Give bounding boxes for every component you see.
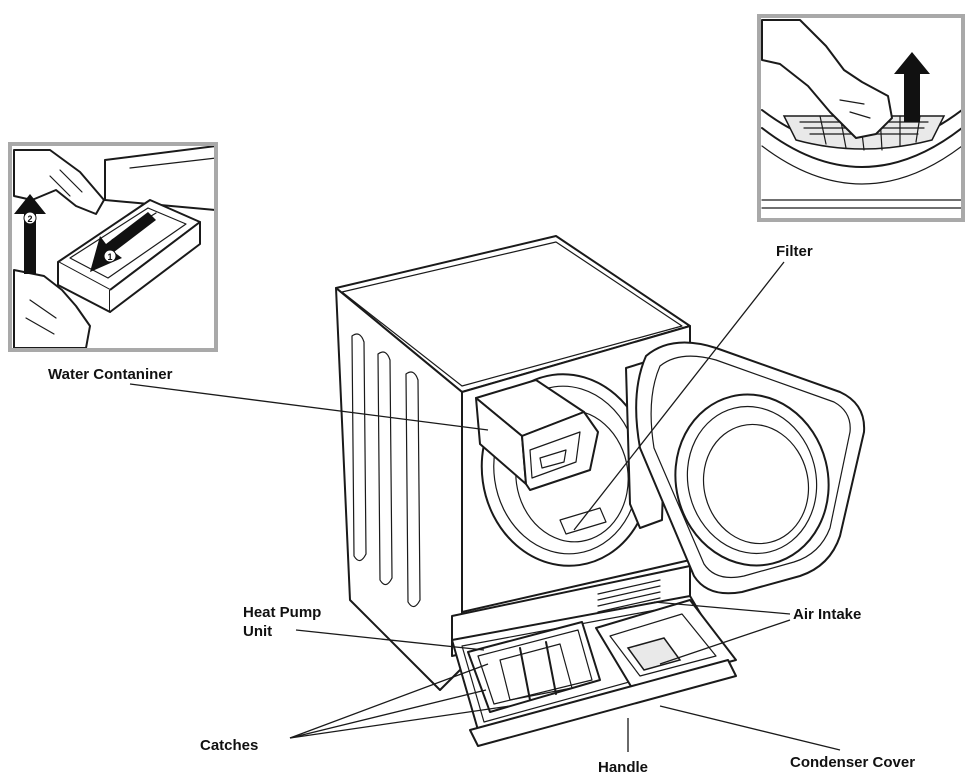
step-2-badge: 2 xyxy=(27,214,32,224)
leader-catch-3 xyxy=(289,705,511,739)
dryer-door xyxy=(635,341,866,595)
leader-air-intake-2 xyxy=(659,619,791,665)
label-water-container: Water Contaniner xyxy=(48,366,173,383)
leader-condenser-cover xyxy=(659,705,841,751)
inset-water-container-removal: 2 1 xyxy=(8,142,218,352)
water-container xyxy=(475,379,599,491)
leader-filter xyxy=(573,261,785,531)
leader-lines xyxy=(129,261,841,752)
label-heat-pump-line1: Heat Pump xyxy=(243,604,321,621)
leader-catch-1 xyxy=(289,663,489,739)
dryer-illustration xyxy=(335,235,866,747)
inset-filter-removal xyxy=(757,14,965,222)
arrow-up-icon: 2 xyxy=(14,194,46,274)
arrow-up-icon xyxy=(894,52,930,122)
label-air-intake: Air Intake xyxy=(793,606,861,623)
label-filter: Filter xyxy=(776,243,813,260)
label-handle: Handle xyxy=(598,759,648,776)
labels: Filter Water Contaniner Heat Pump Unit A… xyxy=(48,243,915,776)
arrow-pull-icon: 1 xyxy=(90,212,156,272)
label-heat-pump-line2: Unit xyxy=(243,623,272,640)
label-condenser-cover: Condenser Cover xyxy=(790,754,915,771)
leader-catch-2 xyxy=(289,689,487,739)
leader-air-intake-1 xyxy=(653,601,791,615)
label-catches: Catches xyxy=(200,737,258,754)
leader-water-container xyxy=(129,383,489,431)
step-1-badge: 1 xyxy=(107,252,112,262)
leader-heat-pump xyxy=(295,629,485,651)
air-intake-vent xyxy=(597,579,661,625)
heat-pump-unit xyxy=(467,621,601,713)
filter-location xyxy=(559,507,607,535)
